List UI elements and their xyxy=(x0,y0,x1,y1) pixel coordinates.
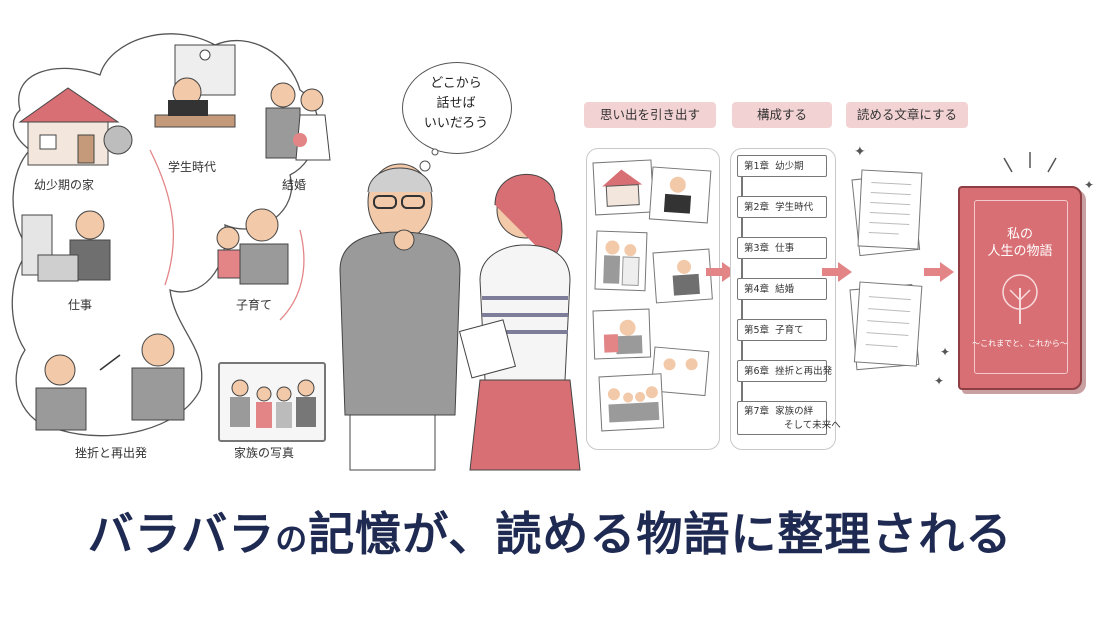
chapter-title: 学生時代 xyxy=(775,202,814,213)
chapter-title: 子育て xyxy=(775,325,804,336)
memory-photos-panel xyxy=(586,148,720,450)
chapter-number: 第1章 xyxy=(744,161,770,172)
step-label-structure: 構成する xyxy=(732,102,832,128)
book-title: 私の 人生の物語 xyxy=(960,226,1080,260)
chapter-number: 第6章 xyxy=(744,366,770,377)
chapter-title: 幼少期 xyxy=(775,161,804,172)
sparkle-icon: ✦ xyxy=(1084,178,1095,192)
chapter-title: 仕事 xyxy=(775,243,795,254)
step-label-draw-out-memories: 思い出を引き出す xyxy=(584,102,716,128)
school-days-illustration xyxy=(154,44,236,128)
memory-cluster: 幼少期の家 学生時代 結婚 仕事 子育て 挫折と再出発 xyxy=(0,0,340,470)
book-subtitle: 〜これまでと、これから〜 xyxy=(972,339,1068,348)
book-cover-frame xyxy=(974,200,1068,374)
chapter-title: 家族の絆 xyxy=(775,406,814,417)
work-illustration xyxy=(21,210,111,282)
svg-text:✦: ✦ xyxy=(934,374,944,388)
marriage-illustration xyxy=(265,82,331,161)
memory-label-family-photo: 家族の写真 xyxy=(234,446,295,460)
headline: バラバラの記憶が、読める物語に整理される xyxy=(0,498,1100,564)
elderly-man-illustration xyxy=(339,163,461,471)
headline-part-1: バラバラ xyxy=(87,507,276,561)
chapter-number: 第4章 xyxy=(744,284,770,295)
memory-label-work: 仕事 xyxy=(68,298,93,312)
interviewer-illustration xyxy=(458,173,581,471)
chapter-number: 第7章 xyxy=(744,406,770,417)
flow-arrow-2 xyxy=(822,262,852,282)
interview-illustration xyxy=(339,148,581,471)
life-story-book: 私の 人生の物語 〜これまでと、これから〜 xyxy=(958,186,1082,390)
speech-line-2: 話せば xyxy=(436,96,476,111)
setback-illustration xyxy=(35,333,185,431)
chapter-item: 第3章 仕事 xyxy=(737,237,827,259)
chapter-structure-panel: 第1章 幼少期 第2章 学生時代 第3章 仕事 第4章 結婚 第5章 子育て 第… xyxy=(730,148,841,450)
flow-arrow-3 xyxy=(924,262,954,282)
svg-text:✦: ✦ xyxy=(854,144,866,160)
chapter-number: 第3章 xyxy=(744,243,770,254)
chapter-item: 第1章 幼少期 xyxy=(737,155,827,177)
family-photo-illustration xyxy=(230,379,316,428)
speech-bubble xyxy=(402,62,512,154)
chapter-title: 結婚 xyxy=(775,284,795,295)
childhood-home-illustration xyxy=(18,87,133,166)
chapter-number: 第5章 xyxy=(744,325,770,336)
book-sparkle-lines xyxy=(1003,152,1057,173)
chapter-item: 第5章 子育て xyxy=(737,319,827,341)
headline-part-2: 記憶が、読める物語に整理される xyxy=(308,507,1013,561)
manuscript-pages-illustration: ✦ ✦ xyxy=(849,144,944,388)
speech-line-3: いいだろう xyxy=(423,116,489,131)
family-photo-frame xyxy=(218,362,326,442)
headline-particle: の xyxy=(275,520,309,558)
chapter-title-line2: そして未来へ xyxy=(784,420,841,431)
speech-bubble-text: どこから 話せば いいだろう xyxy=(402,74,510,134)
step-label-make-readable: 読める文章にする xyxy=(846,102,968,128)
memory-label-school-days: 学生時代 xyxy=(168,160,217,174)
memory-label-childhood-home: 幼少期の家 xyxy=(34,178,95,192)
chapter-item: 第6章 挫折と再出発 xyxy=(737,360,832,382)
memory-label-marriage: 結婚 xyxy=(282,178,307,192)
chapter-title: 挫折と再出発 xyxy=(775,366,833,377)
speech-line-1: どこから xyxy=(430,76,482,91)
book-title-line-1: 私の xyxy=(1006,227,1033,242)
memory-label-child-rearing: 子育て xyxy=(236,298,273,312)
tree-icon xyxy=(1002,274,1038,324)
child-rearing-illustration xyxy=(216,208,289,285)
chapter-item: 第4章 結婚 xyxy=(737,278,827,300)
sparkle-icon: ✦ xyxy=(940,345,951,359)
chapter-item: 第7章 家族の絆そして未来へ xyxy=(737,401,841,435)
memory-cloud-outline xyxy=(11,33,331,437)
memory-label-setback: 挫折と再出発 xyxy=(75,446,148,460)
chapter-item: 第2章 学生時代 xyxy=(737,196,827,218)
book-title-line-2: 人生の物語 xyxy=(987,244,1053,259)
chapter-number: 第2章 xyxy=(744,202,770,213)
memory-photos-illustration xyxy=(592,159,713,432)
